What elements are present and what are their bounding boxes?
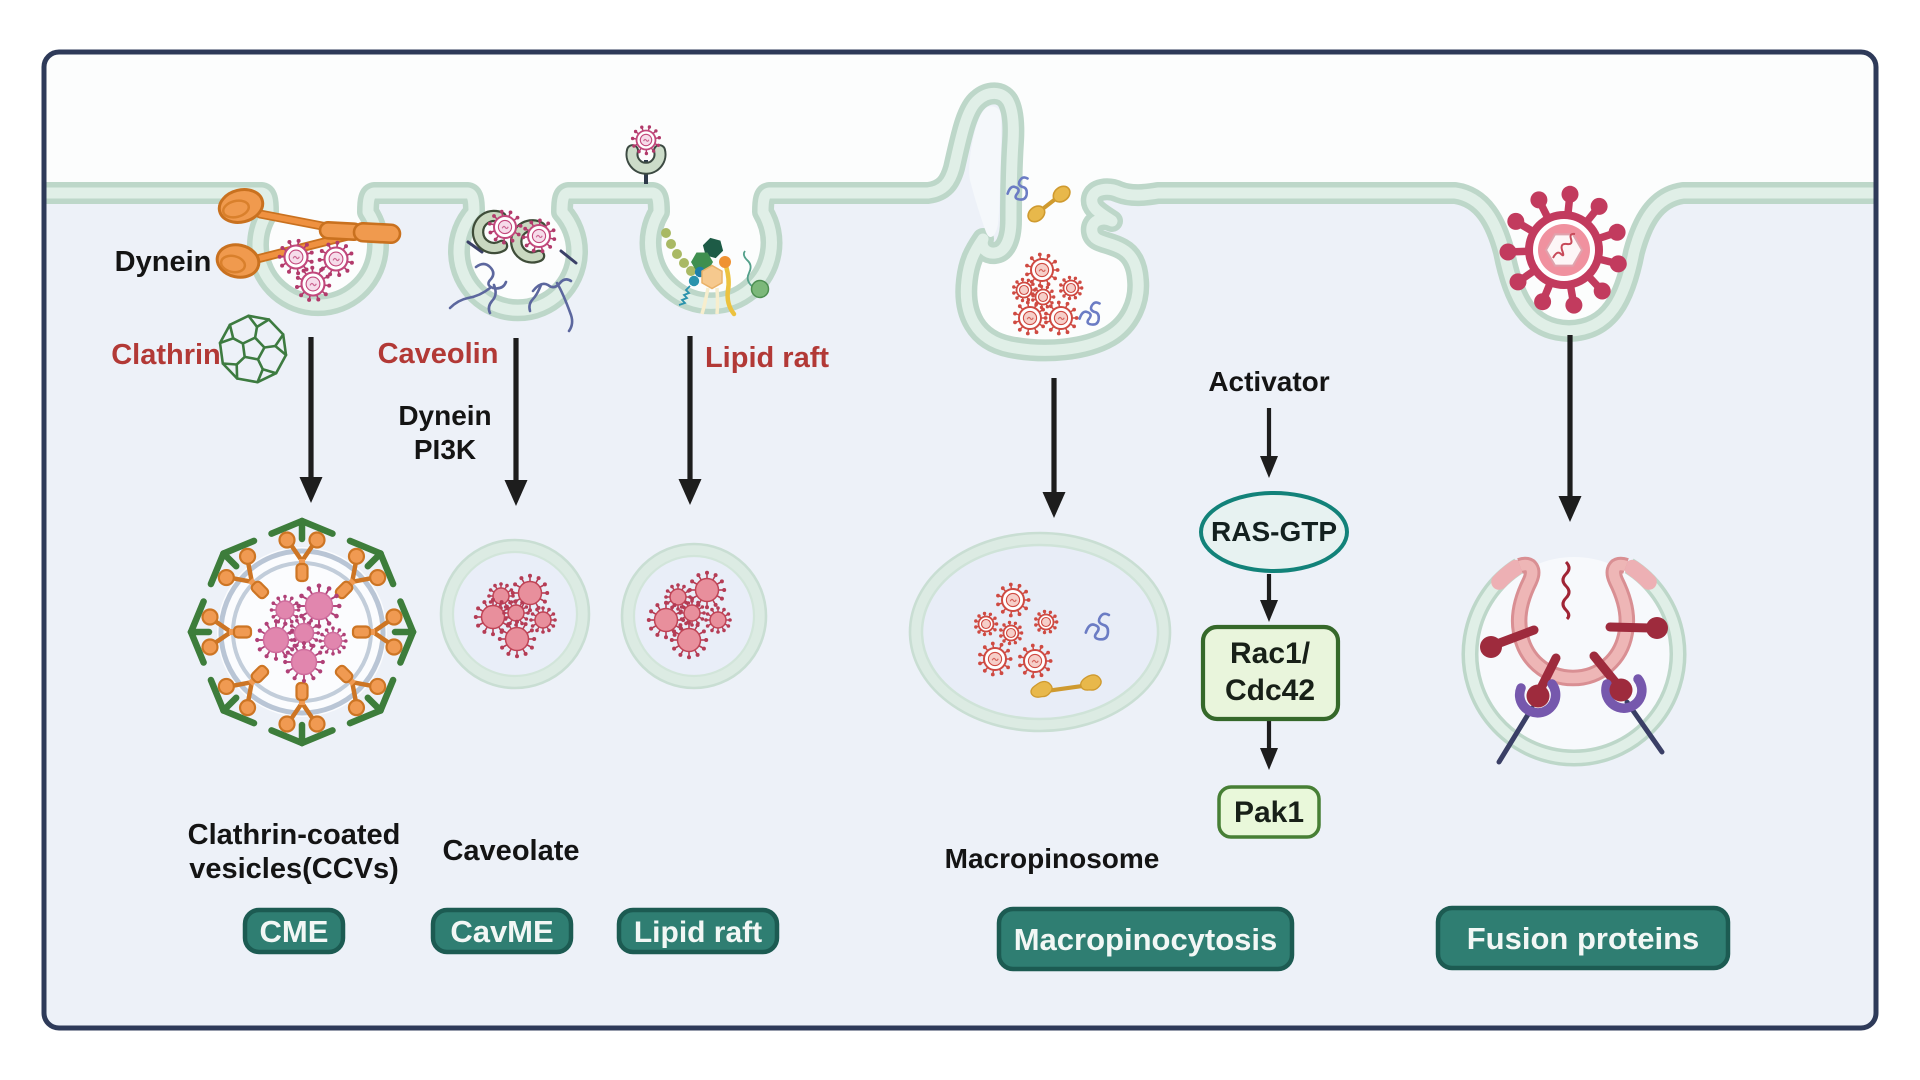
svg-text:Caveolate: Caveolate	[442, 835, 579, 867]
svg-text:Activator: Activator	[1208, 366, 1329, 397]
svg-text:Cdc42: Cdc42	[1225, 674, 1315, 707]
svg-text:Rac1/: Rac1/	[1230, 637, 1311, 670]
svg-text:Lipid raft: Lipid raft	[634, 916, 762, 949]
svg-text:Macropinocytosis: Macropinocytosis	[1014, 922, 1278, 957]
svg-text:Caveolin: Caveolin	[378, 338, 499, 370]
svg-text:Macropinosome: Macropinosome	[945, 843, 1160, 874]
svg-text:Fusion proteins: Fusion proteins	[1467, 921, 1700, 956]
svg-text:CME: CME	[260, 914, 329, 949]
svg-text:CavME: CavME	[450, 914, 553, 949]
svg-text:Clathrin: Clathrin	[111, 339, 221, 371]
svg-text:Clathrin-coated: Clathrin-coated	[188, 819, 401, 851]
svg-text:Dynein: Dynein	[115, 246, 212, 278]
svg-text:Pak1: Pak1	[1234, 796, 1304, 829]
svg-text:Lipid raft: Lipid raft	[705, 342, 829, 374]
svg-text:Dynein: Dynein	[398, 400, 491, 431]
svg-text:PI3K: PI3K	[414, 434, 476, 465]
svg-text:vesicles(CCVs): vesicles(CCVs)	[189, 853, 399, 885]
svg-text:RAS-GTP: RAS-GTP	[1211, 516, 1337, 547]
